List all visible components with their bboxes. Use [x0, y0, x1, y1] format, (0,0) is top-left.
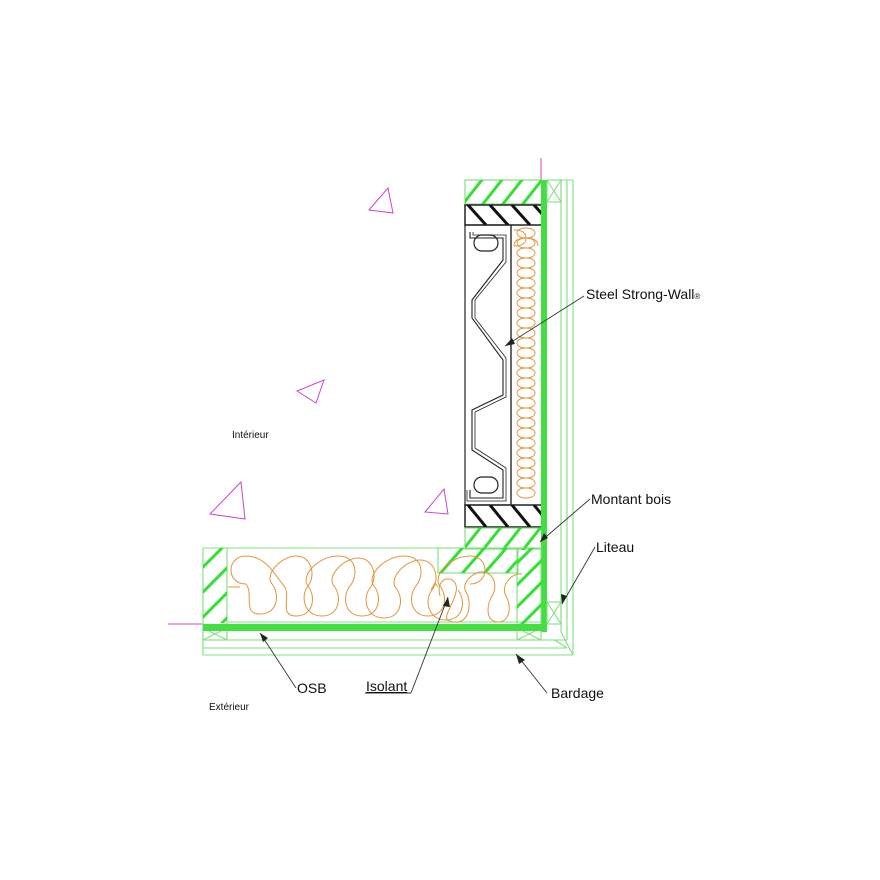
top-steel-block	[464, 204, 543, 226]
corner-stud-vertical	[516, 547, 542, 629]
cladding-vertical	[546, 179, 574, 655]
vertical-insulation	[513, 227, 539, 499]
steel-strong-wall-profile	[464, 224, 512, 506]
exterior-label: Extérieur	[209, 702, 250, 713]
bottom-steel-block	[464, 504, 543, 528]
callout-liteau: Liteau	[596, 539, 635, 555]
marker-triangles	[208, 186, 449, 520]
vertical-bottom-stud	[464, 527, 543, 550]
callout-montant-bois: Montant bois	[591, 491, 672, 507]
interior-label: Intérieur	[232, 430, 269, 441]
callout-bardage: Bardage	[551, 685, 604, 701]
left-wood-post	[203, 548, 227, 623]
leader-arrowheads	[260, 338, 567, 664]
leader-lines	[259, 295, 596, 694]
callout-steel-text: Steel Strong-Wall	[586, 286, 695, 302]
callout-osb: OSB	[297, 680, 327, 696]
registered-mark: ®	[694, 292, 701, 301]
callout-steel-strong-wall: Steel Strong-Wall®	[586, 286, 700, 302]
osb-horizontal	[203, 624, 547, 631]
top-wood-stud	[464, 179, 543, 205]
osb-vertical	[541, 180, 547, 632]
callout-isolant: Isolant	[366, 678, 408, 694]
horizontal-insulation-main	[228, 555, 486, 621]
horizontal-insulation-corner	[430, 571, 523, 623]
